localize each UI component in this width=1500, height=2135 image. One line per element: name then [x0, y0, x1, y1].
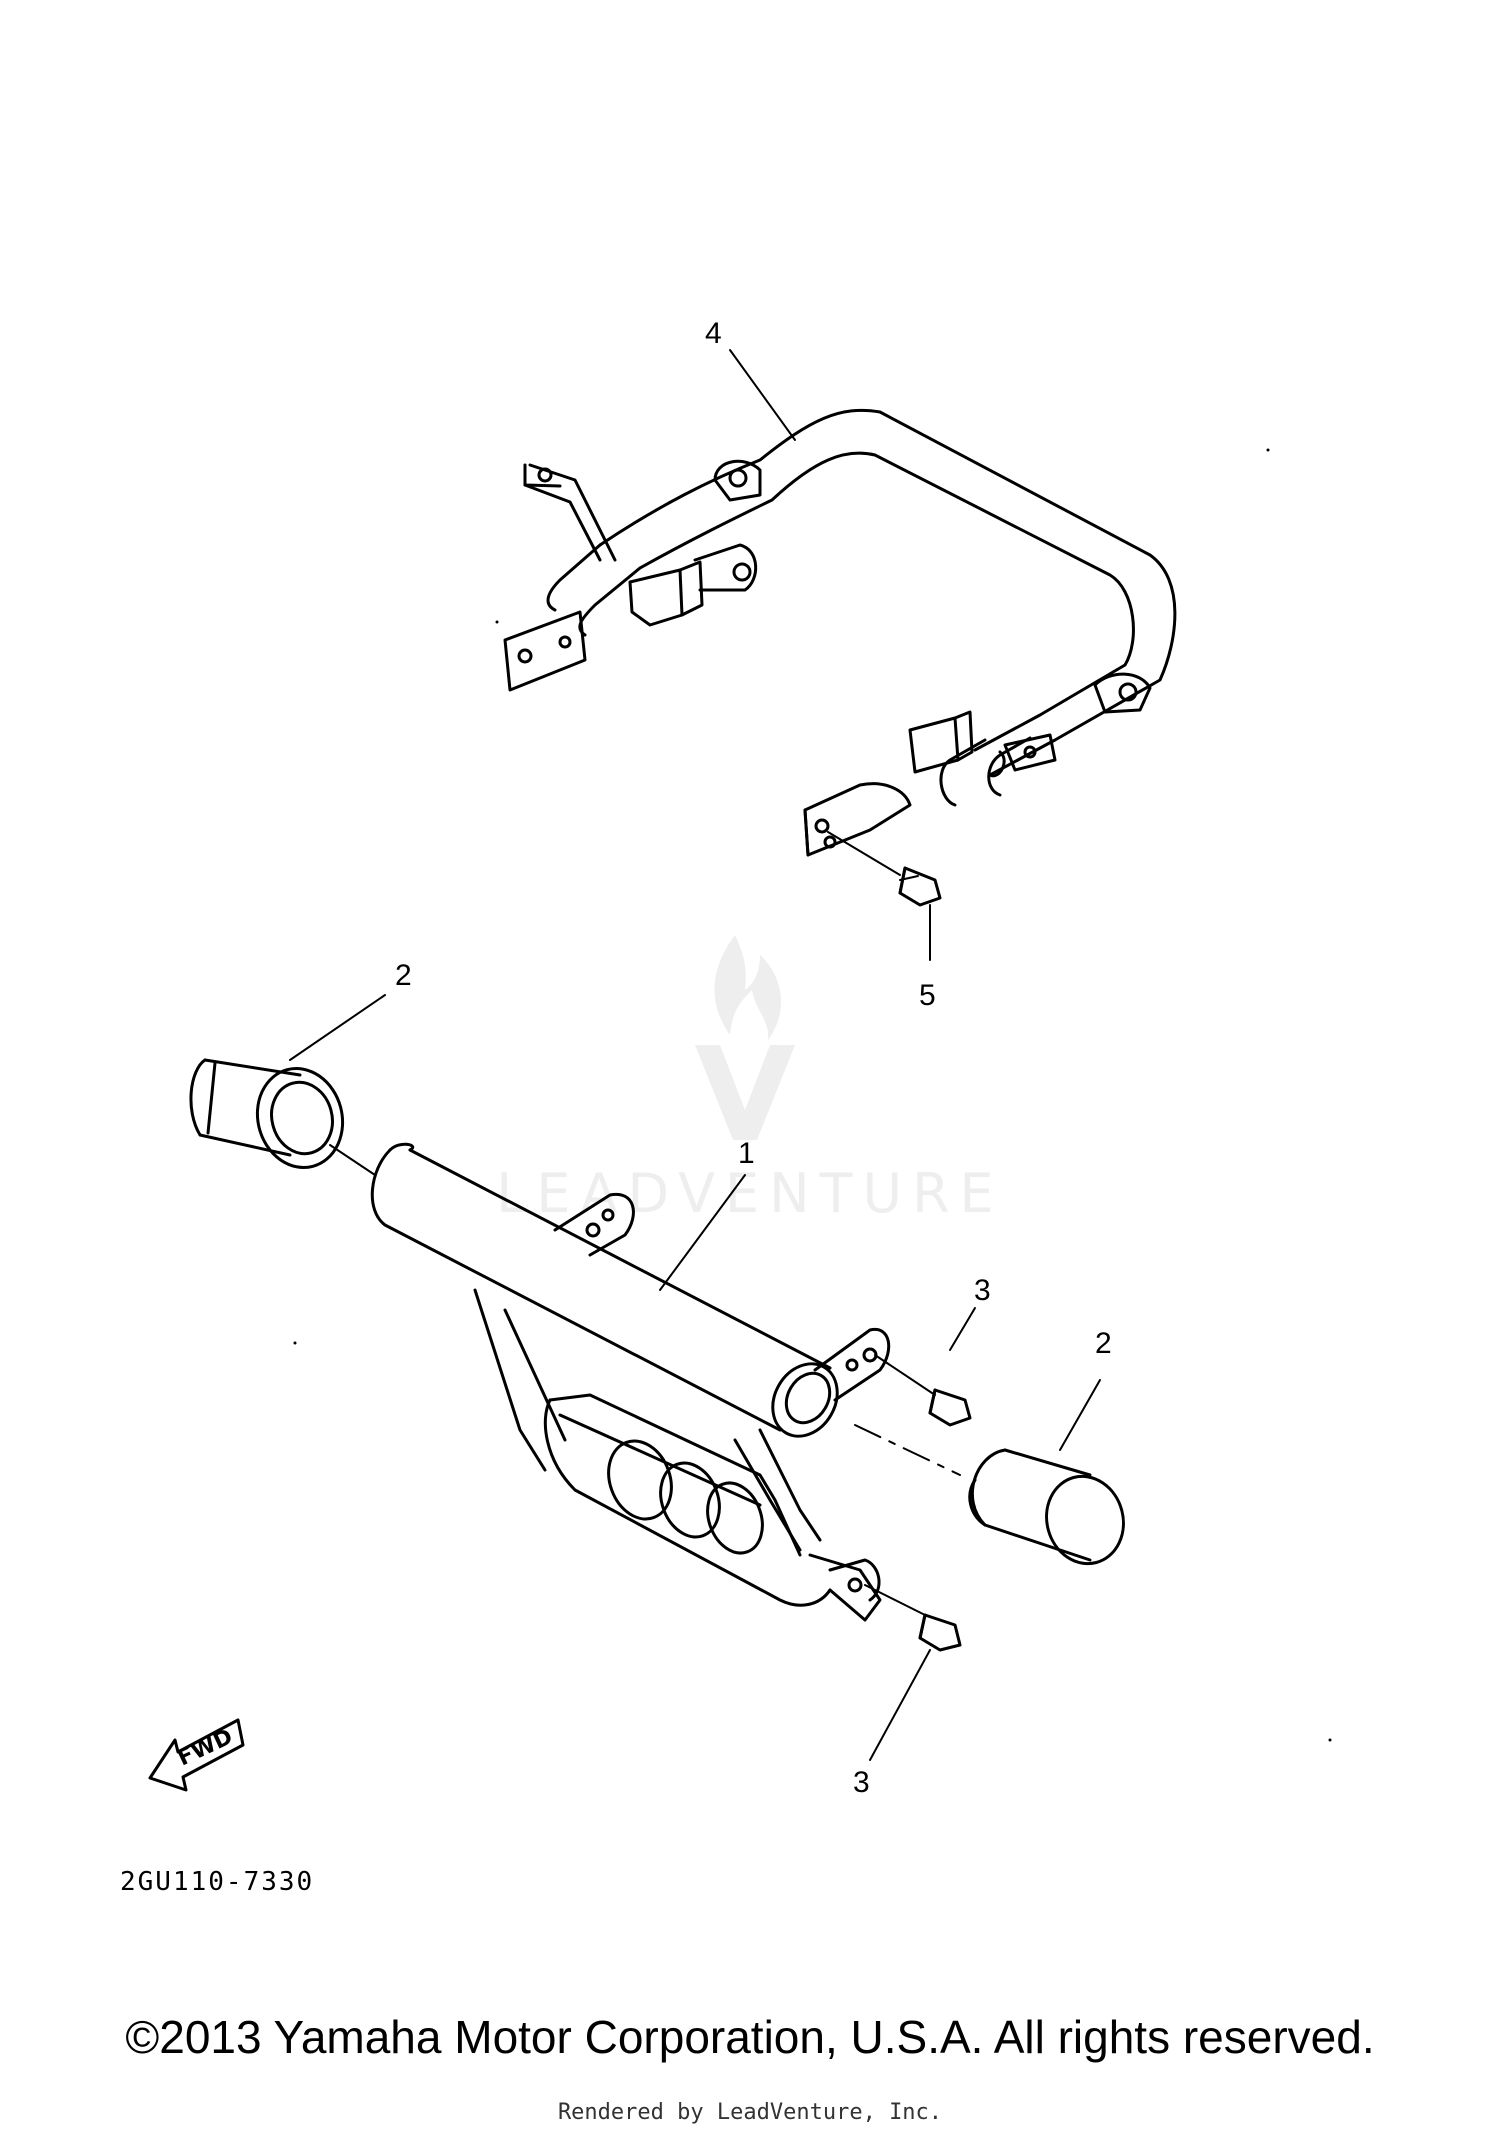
callout-part-4: 4: [705, 317, 722, 350]
callout-part-3-upper: 3: [974, 1274, 991, 1307]
rendered-by-notice: Rendered by LeadVenture, Inc.: [557, 2100, 943, 2125]
callouts: 4 5 2 1 3 2 3: [395, 317, 1112, 1799]
callout-part-1: 1: [738, 1137, 755, 1170]
watermark: LEADVENTURE: [496, 935, 1003, 1225]
callout-part-3-lower: 3: [853, 1766, 870, 1799]
watermark-text: LEADVENTURE: [496, 1162, 1003, 1225]
part-4-grab-bar: [503, 408, 1177, 857]
callout-part-2-left: 2: [395, 959, 412, 992]
fwd-arrow-icon: FWD: [148, 1718, 245, 1792]
watermark-v-icon: [695, 1045, 795, 1140]
part-code: 2GU110-7330: [120, 1867, 314, 1897]
scan-specks: [293, 448, 1332, 1742]
part-2-end-cap-right: [854, 1424, 1125, 1566]
part-3-bolt-upper: [874, 1307, 976, 1427]
copyright-notice: ©2013 Yamaha Motor Corporation, U.S.A. A…: [125, 2011, 1375, 2063]
part-3-bolt-lower: [864, 1584, 962, 1761]
part-2-end-cap-left: [189, 1058, 376, 1176]
part-1-front-bumper: [370, 1142, 891, 1622]
watermark-flame-icon: [714, 935, 782, 1040]
callout-part-2-right: 2: [1095, 1327, 1112, 1360]
part-5-bolt: [827, 831, 942, 961]
callout-part-5: 5: [919, 979, 936, 1012]
leader-lines: [289, 349, 1101, 1451]
